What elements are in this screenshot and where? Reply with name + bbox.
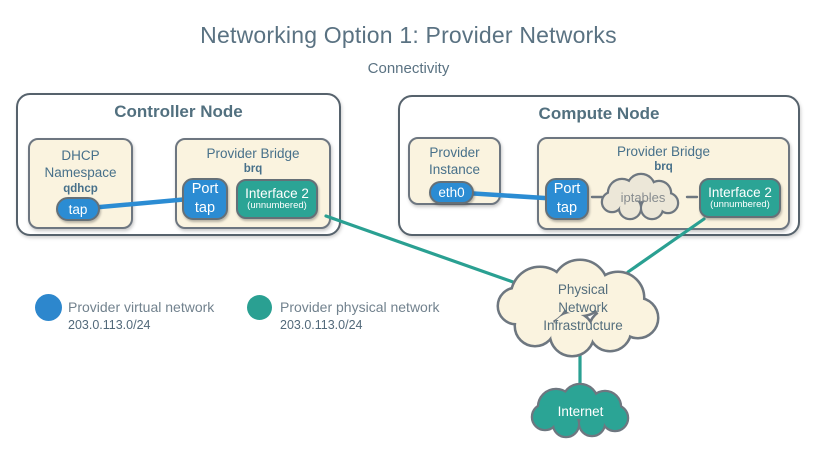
diagram-title: Networking Option 1: Provider Networks — [200, 22, 617, 48]
legend-virtual-network-label: Provider virtual network — [68, 299, 215, 315]
legend-physical-network-label: Provider physical network — [280, 299, 440, 315]
physical-network-cloud — [496, 258, 660, 358]
compute-provider-bridge-sublabel: brq — [654, 161, 673, 173]
compute-port-label-line2: tap — [556, 200, 578, 216]
dhcp-namespace-sublabel: qdhcp — [63, 183, 98, 195]
controller-port-label-line1: Port — [191, 181, 219, 198]
legend-virtual-network-dot — [35, 294, 62, 321]
controller-port-label-line2: tap — [194, 200, 216, 216]
dhcp-namespace-label-line2: Namespace — [44, 165, 117, 180]
dhcp-tap-port[interactable]: tap — [56, 197, 100, 221]
internet-cloud — [530, 382, 630, 439]
controller-node-title: Controller Node — [114, 102, 243, 121]
physical-network-label-line2: Network — [558, 300, 608, 316]
compute-interface-2[interactable]: Interface 2 (unnumbered) — [699, 178, 781, 218]
physical-network-label: Physical Network Infrastructure — [503, 281, 663, 335]
legend-virtual-network-subnet: 203.0.113.0/24 — [68, 318, 151, 332]
provider-instance-label-line2: Instance — [428, 162, 481, 177]
compute-interface-2-label: Interface 2 — [708, 184, 772, 200]
compute-port-tap[interactable]: Port tap — [545, 178, 589, 220]
physical-network-label-line3: Infrastructure — [543, 318, 623, 334]
compute-interface-2-sublabel: (unnumbered) — [710, 199, 770, 211]
controller-provider-bridge-label: Provider Bridge — [206, 146, 300, 161]
physical-network-label-line1: Physical — [557, 282, 609, 297]
internet-label: Internet — [557, 404, 604, 419]
compute-node-title: Compute Node — [538, 104, 660, 123]
controller-port-tap[interactable]: Port tap — [182, 178, 228, 220]
controller-provider-bridge-sublabel: brq — [243, 163, 263, 175]
legend-physical-network-dot — [247, 295, 272, 320]
provider-instance-label-line1: Provider — [429, 145, 480, 160]
controller-interface-2-label: Interface 2 — [245, 185, 309, 201]
diagram-subtitle: Connectivity — [367, 60, 450, 77]
instance-eth0-label: eth0 — [438, 185, 465, 200]
controller-interface-2[interactable]: Interface 2 (unnumbered) — [236, 179, 318, 219]
dhcp-tap-port-label: tap — [68, 201, 88, 217]
controller-interface-2-sublabel: (unnumbered) — [247, 200, 307, 212]
compute-port-label-line1: Port — [553, 181, 581, 198]
dhcp-namespace-label-line1: DHCP — [61, 148, 100, 163]
legend-physical-network-subnet: 203.0.113.0/24 — [280, 318, 363, 332]
instance-eth0-port[interactable]: eth0 — [429, 181, 474, 204]
compute-provider-bridge-label: Provider Bridge — [616, 144, 711, 159]
